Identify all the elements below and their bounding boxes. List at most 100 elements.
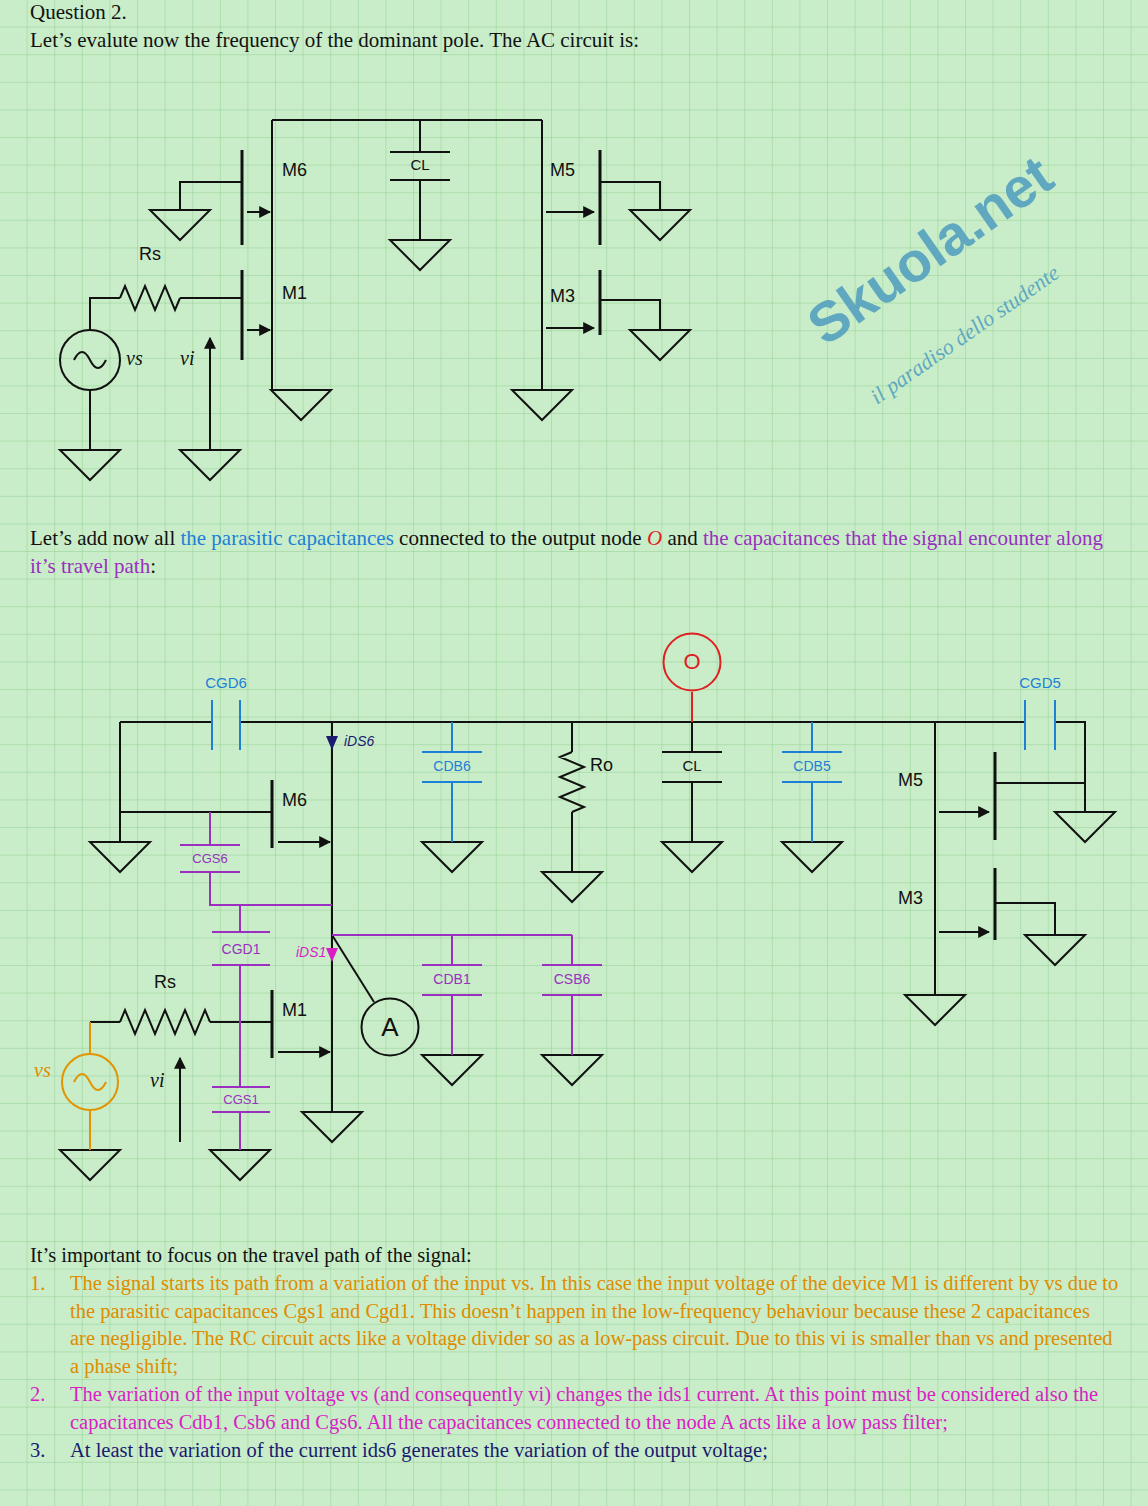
node-text-holder: O: [683, 650, 700, 674]
gate-plate: [271, 990, 274, 1058]
signal-source: [89, 1022, 91, 1054]
signal-label: vs: [34, 1058, 51, 1082]
parasitic-circuit: [331, 722, 333, 1112]
node-label: A: [381, 1013, 398, 1042]
body-text: It’s important to focus on the travel pa…: [30, 1242, 1120, 1270]
gate-plate: [599, 270, 602, 335]
capacitor-label: CGD5: [1019, 674, 1061, 692]
heading: Question 2.: [30, 0, 127, 25]
source-symbol: [60, 330, 120, 390]
list-text: At least the variation of the current id…: [70, 1437, 1120, 1465]
ac-circuit: [600, 300, 660, 330]
ground-symbol: [630, 210, 690, 240]
output-capacitor: [1025, 700, 1055, 750]
resistor-symbol: [560, 752, 584, 812]
list-text: The variation of the input voltage vs (a…: [70, 1381, 1120, 1437]
signal-source: [89, 1110, 91, 1150]
device-label: M5: [898, 770, 923, 792]
parasitic-circuit: [934, 722, 936, 995]
capacitor-label: CL: [682, 757, 701, 775]
ground-symbol: [271, 390, 331, 420]
current-label: iDS6: [344, 733, 374, 750]
voltage-arrow: [209, 338, 211, 450]
ground-symbol: [60, 450, 120, 480]
ac-circuit: [180, 297, 242, 299]
device-label: M6: [282, 790, 307, 812]
ground-symbol: [60, 1150, 120, 1180]
device-label: M3: [898, 888, 923, 910]
ground-symbol: [302, 1112, 362, 1142]
capacitor-label: CDB5: [793, 758, 830, 775]
node-text-holder: A: [381, 1013, 398, 1042]
ac-circuit: [546, 211, 594, 213]
parasitic-circuit: [278, 1051, 330, 1053]
resistor-symbol: [120, 1010, 210, 1034]
list-item: 1.The signal starts its path from a vari…: [30, 1270, 1120, 1381]
device-label: M6: [282, 160, 307, 182]
output-capacitor: [212, 700, 1055, 842]
ac-circuit: [546, 327, 594, 329]
ac-circuit: [600, 182, 660, 210]
parasitic-circuit: [120, 722, 1085, 812]
body-text: :: [150, 554, 156, 578]
node-circle: [664, 634, 721, 691]
resistor-symbol: [120, 286, 180, 310]
gate-plate: [271, 780, 274, 848]
path-capacitor: [180, 812, 332, 905]
ground-symbol: [422, 1055, 482, 1085]
ground-symbol: [422, 842, 482, 872]
gate-plate: [241, 150, 244, 245]
ac-circuit: [247, 211, 270, 213]
signal-label: vi: [180, 346, 194, 370]
ac-circuit: [60, 120, 690, 480]
capacitor-label: CDB6: [433, 758, 470, 775]
capacitor-symbol: [662, 722, 722, 842]
ground-symbol: [662, 842, 722, 872]
ammeter-symbol: A: [360, 997, 420, 1057]
parasitic-circuit: [995, 782, 1085, 784]
capacitor-label: CGS1: [223, 1092, 258, 1108]
list-item: 2.The variation of the input voltage vs …: [30, 1381, 1120, 1437]
node-name: O: [647, 526, 662, 550]
ground-symbol: [180, 450, 240, 480]
voltage-arrow: [179, 1058, 181, 1142]
ground-symbol: [512, 390, 572, 420]
body-text: Let’s add now all: [30, 526, 175, 550]
signal-source: [74, 1074, 106, 1090]
ac-circuit: [272, 119, 542, 121]
intro-text: Let’s evalute now the frequency of the d…: [30, 28, 639, 53]
gate-plate: [599, 150, 602, 245]
path-capacitor: [422, 935, 482, 1055]
node-label: O: [683, 650, 700, 674]
current-arrow: [326, 948, 338, 962]
ac-circuit: [180, 182, 242, 210]
path-capacitor: [212, 905, 270, 1150]
parasitic-circuit: [278, 841, 330, 843]
ground-symbol: [782, 842, 842, 872]
ground-symbol: [390, 240, 450, 270]
highlight-text: the parasitic capacitances: [180, 526, 393, 550]
device-label: M3: [550, 286, 575, 308]
output-capacitor: [422, 722, 482, 842]
list-number: 2.: [30, 1381, 70, 1437]
parasitic-circuit: [995, 903, 1055, 935]
capacitor-symbol: [390, 120, 450, 240]
ground-symbol: [150, 210, 210, 240]
device-label: M1: [282, 283, 307, 305]
signal-source: [62, 1022, 118, 1150]
note-list: It’s important to focus on the travel pa…: [30, 1242, 1120, 1464]
ground-symbol: [90, 842, 150, 872]
parasitic-circuit: [939, 811, 989, 813]
ac-circuit: [74, 352, 106, 368]
capacitor-label: CSB6: [554, 971, 591, 988]
component-label: Ro: [590, 755, 613, 777]
body-text: connected to the output node: [399, 526, 642, 550]
output-capacitor: [212, 700, 240, 750]
list-item: 3.At least the variation of the current …: [30, 1437, 1120, 1465]
gate-plate: [994, 752, 997, 840]
signal-label: vs: [126, 346, 143, 370]
current-arrow: [326, 736, 338, 750]
output-lead: [691, 692, 693, 722]
